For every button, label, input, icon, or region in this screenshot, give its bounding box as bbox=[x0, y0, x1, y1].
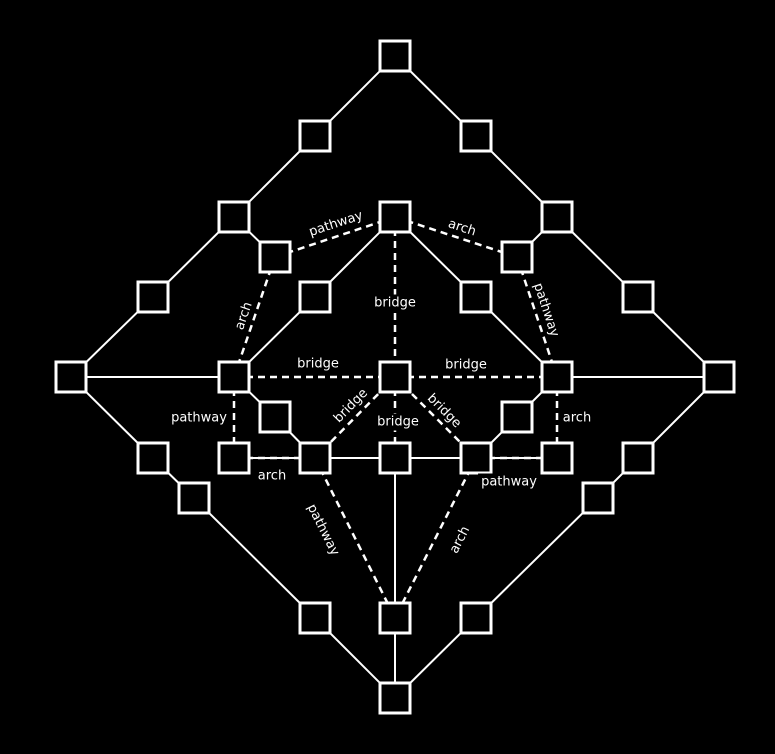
edge-label: bridge bbox=[445, 358, 487, 373]
edge-label: pathway bbox=[481, 475, 537, 490]
edge-label-background bbox=[421, 388, 467, 434]
node-right bbox=[702, 360, 736, 394]
edge-label-background bbox=[559, 409, 595, 427]
edge-label-background bbox=[478, 473, 541, 491]
edge-lr2-lr3 bbox=[475, 497, 599, 619]
edge-label-background bbox=[442, 214, 482, 242]
node-ll1 bbox=[136, 441, 170, 475]
edge-label: bridge bbox=[374, 296, 416, 311]
node-icl bbox=[298, 280, 332, 314]
node-left bbox=[54, 360, 88, 394]
node-ibl bbox=[298, 441, 332, 475]
node-top bbox=[378, 39, 412, 73]
node-iru bbox=[500, 400, 534, 434]
node-itop bbox=[378, 200, 412, 234]
edge-label-background bbox=[444, 520, 476, 560]
node-ibottom bbox=[378, 601, 412, 635]
edge-label: pathway bbox=[171, 411, 227, 426]
edge-label-background bbox=[374, 413, 422, 431]
node-ur1 bbox=[459, 119, 493, 153]
node-lr1 bbox=[621, 441, 655, 475]
labeled-edge-ibl-ibottom bbox=[313, 457, 397, 619]
node-ll2 bbox=[177, 481, 211, 515]
edge-label-background bbox=[303, 206, 369, 242]
edge-label-background bbox=[528, 277, 564, 343]
edge-label-background bbox=[301, 498, 345, 562]
dashed-edges bbox=[232, 215, 559, 619]
node-ur3 bbox=[621, 280, 655, 314]
edge-label: arch bbox=[563, 411, 591, 426]
edge-label-background bbox=[371, 294, 419, 312]
node-ilu bbox=[258, 400, 292, 434]
labeled-edge-ibr-ibottom bbox=[393, 457, 478, 619]
labeled-edge-iul-itop bbox=[274, 215, 396, 259]
edge-label-background bbox=[168, 409, 231, 427]
edge-label: bridge bbox=[297, 357, 339, 372]
node-ibr bbox=[459, 441, 493, 475]
edge-label-background bbox=[294, 355, 342, 373]
labeled-edge-iul-ileft bbox=[232, 256, 277, 378]
edge-label-background bbox=[328, 383, 374, 429]
edge-ll2-ll3 bbox=[193, 497, 316, 619]
node-ul1 bbox=[298, 119, 332, 153]
diagram-nodes bbox=[54, 39, 736, 715]
node-iright bbox=[540, 360, 574, 394]
node-ileft bbox=[217, 360, 251, 394]
node-irm bbox=[540, 441, 574, 475]
node-ul2 bbox=[217, 200, 251, 234]
node-icb bbox=[378, 441, 412, 475]
node-iur bbox=[500, 240, 534, 274]
edge-label-background bbox=[442, 356, 490, 374]
edge-label: bridge bbox=[377, 415, 419, 430]
edge-label: arch bbox=[258, 469, 286, 484]
labeled-edge-iur-iright bbox=[515, 256, 559, 378]
node-icr bbox=[459, 280, 493, 314]
labeled-edge-itop-iur bbox=[394, 215, 518, 259]
node-center bbox=[378, 360, 412, 394]
node-bottom bbox=[378, 681, 412, 715]
node-ll3 bbox=[298, 601, 332, 635]
node-iul bbox=[258, 240, 292, 274]
node-ul3 bbox=[136, 280, 170, 314]
node-ilm bbox=[217, 441, 251, 475]
edge-label-background bbox=[254, 467, 290, 485]
node-ur2 bbox=[540, 200, 574, 234]
edge-label-background bbox=[230, 296, 258, 336]
node-lr2 bbox=[581, 481, 615, 515]
node-lr3 bbox=[459, 601, 493, 635]
